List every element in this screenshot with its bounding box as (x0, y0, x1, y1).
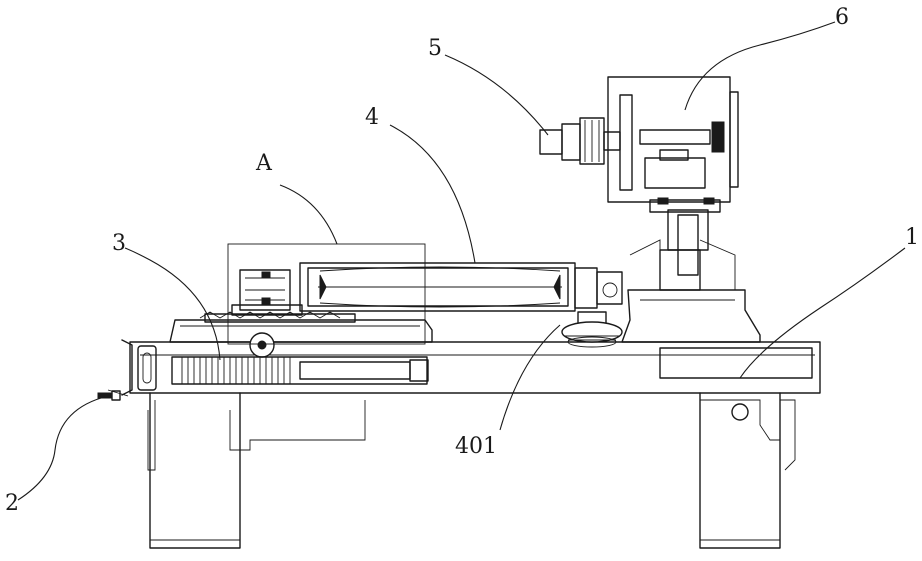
label-4: 4 (365, 105, 379, 130)
roller-arm (300, 263, 622, 311)
head-housing (608, 77, 738, 212)
leader-lines (18, 22, 905, 500)
label-1: 1 (905, 225, 919, 250)
label-5: 5 (428, 36, 442, 61)
detail-box-a (228, 244, 425, 344)
label-2: 2 (5, 491, 19, 516)
label-6: 6 (835, 5, 849, 30)
support-pedestal (622, 210, 760, 342)
carriage-motor (232, 270, 302, 315)
label-3: 3 (112, 231, 126, 256)
label-a: A (255, 151, 273, 176)
end-bracket (98, 340, 156, 400)
label-401: 401 (455, 434, 497, 459)
screw-drive (170, 312, 432, 384)
